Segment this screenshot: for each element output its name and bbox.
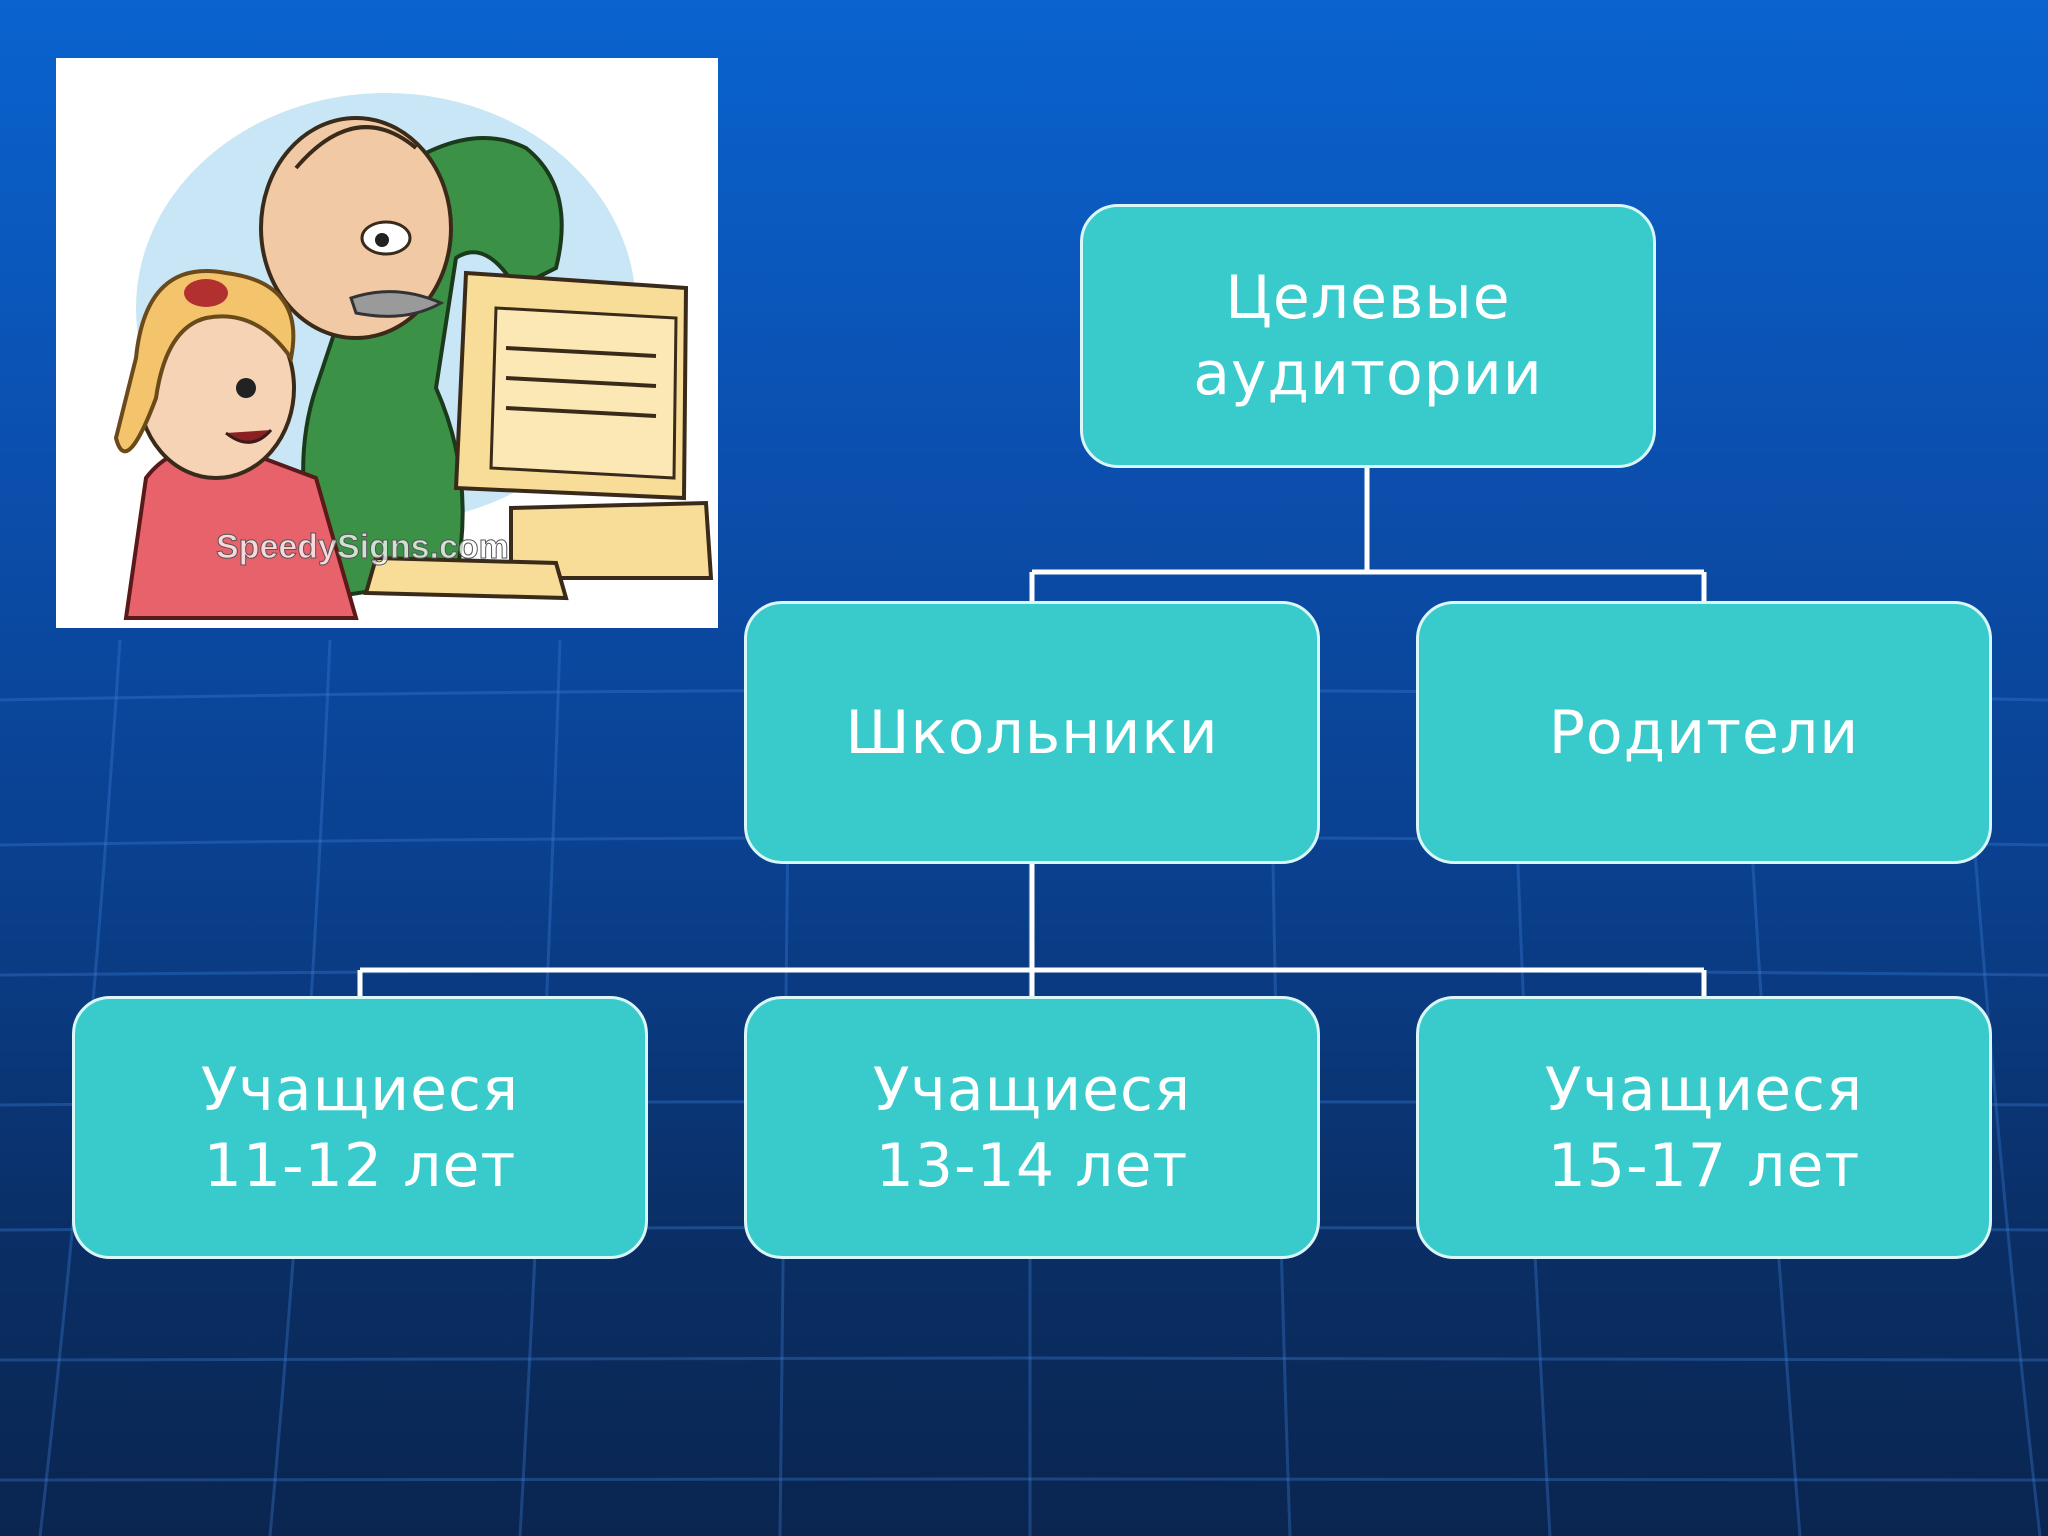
root-node-target-audiences: Целевые аудитории <box>1080 204 1656 468</box>
node-students-11-12-label: Учащиеся 11-12 лет <box>200 1054 520 1201</box>
node-schoolchildren-label: Школьники <box>845 697 1219 768</box>
node-parents: Родители <box>1416 601 1992 864</box>
illustration-image: SpeedySigns.com <box>56 58 718 628</box>
node-students-15-17: Учащиеся 15-17 лет <box>1416 996 1992 1259</box>
watermark-text: SpeedySigns.com <box>216 528 509 566</box>
node-schoolchildren: Школьники <box>744 601 1320 864</box>
grandfather-and-girl-at-computer-icon: SpeedySigns.com <box>113 93 714 620</box>
node-students-11-12: Учащиеся 11-12 лет <box>72 996 648 1259</box>
node-parents-label: Родители <box>1548 697 1860 768</box>
node-students-13-14-label: Учащиеся 13-14 лет <box>872 1054 1192 1201</box>
node-students-15-17-label: Учащиеся 15-17 лет <box>1544 1054 1864 1201</box>
node-students-13-14: Учащиеся 13-14 лет <box>744 996 1320 1259</box>
root-node-label: Целевые аудитории <box>1193 263 1543 409</box>
